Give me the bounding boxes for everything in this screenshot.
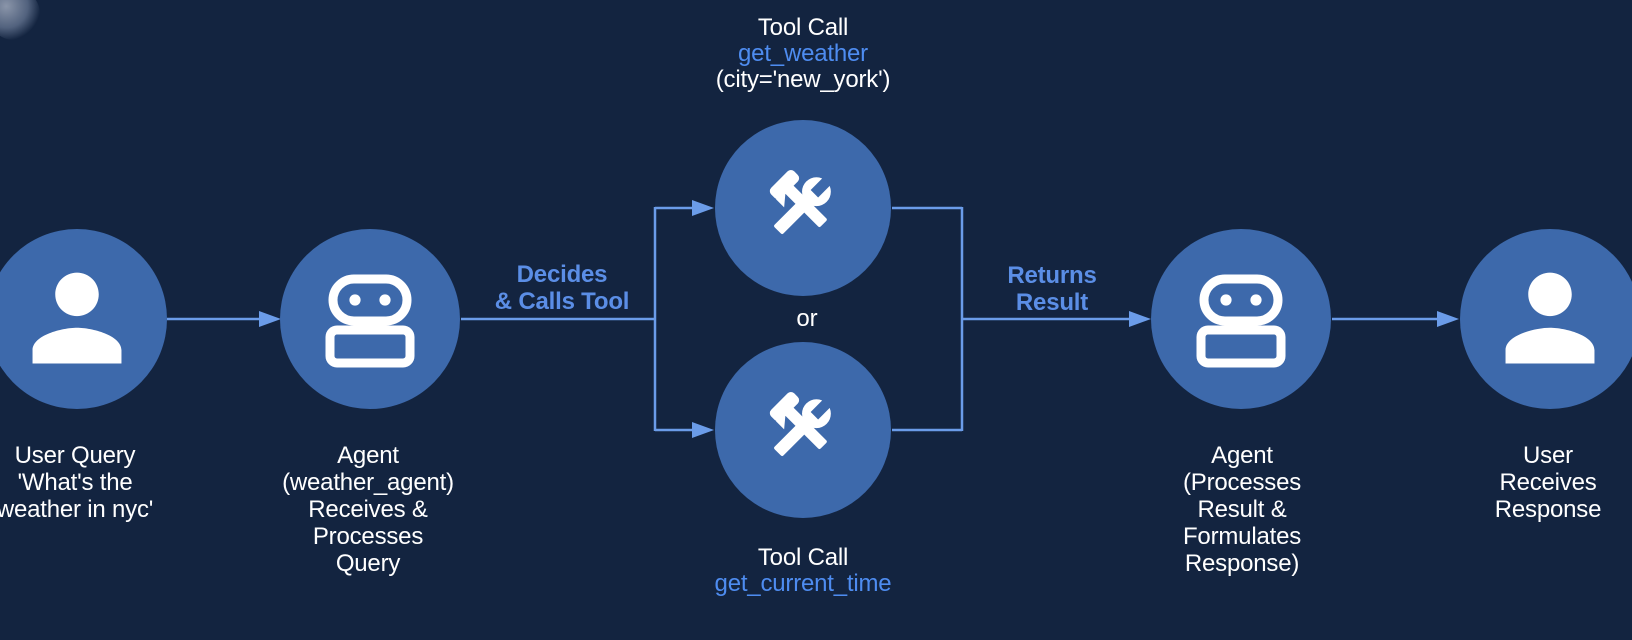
tool-get-current-time-label: Tool Call get_current_time (715, 545, 892, 597)
agent-weather-node (280, 229, 460, 409)
edge-tools-to-agent (892, 206, 1151, 432)
user-icon (32, 272, 122, 364)
tools-icon (769, 170, 834, 234)
decides-calls-tool-label: Decides & Calls Tool (494, 261, 630, 315)
edge-agent-to-split (461, 200, 714, 438)
user-query-node (0, 229, 167, 409)
or-label: or (796, 305, 818, 332)
user-response-node (1460, 229, 1632, 409)
tool-name: get_current_time (714, 570, 892, 597)
tools-icon (769, 392, 834, 456)
tool-args: (city='new_york') (715, 66, 891, 93)
robot-icon (325, 274, 415, 368)
returns-result-label: Returns Result (1007, 262, 1097, 316)
tool-call-title: Tool Call (757, 14, 849, 41)
user-query-label: User Query 'What's the weather in nyc' (0, 442, 154, 523)
edge-agent-to-user (1332, 311, 1459, 327)
tool-get-current-time-node (715, 342, 891, 518)
robot-icon (1196, 274, 1286, 368)
agent-response-node (1151, 229, 1331, 409)
tool-get-weather-node (715, 120, 891, 296)
tool-name: get_weather (738, 40, 868, 67)
tool-get-weather-label: Tool Call get_weather (city='new_york') (715, 14, 891, 93)
user-response-label: User Receives Response (1494, 442, 1602, 523)
tool-call-title: Tool Call (757, 544, 849, 571)
agent-response-label: Agent (Processes Result & Formulates Res… (1182, 442, 1302, 577)
user-icon (1505, 272, 1595, 364)
agent-weather-label: Agent (weather_agent) Receives & Process… (282, 442, 454, 577)
edge-user-to-agent (167, 311, 281, 327)
